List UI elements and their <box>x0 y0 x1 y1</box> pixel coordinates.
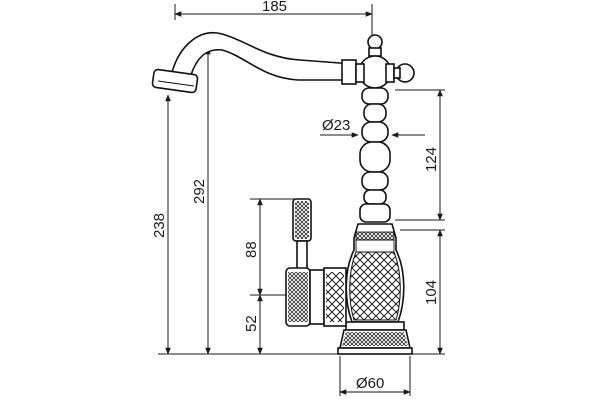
dimension-label: 88 <box>243 241 260 258</box>
dimension-label: 292 <box>191 179 208 204</box>
faucet-top-cap <box>355 34 415 89</box>
dimension-lower-body: 104 <box>400 229 445 355</box>
dimension-label: 238 <box>151 213 168 238</box>
dimension-top-width: 185 <box>174 0 373 40</box>
dimension-body-diameter: Ø23 <box>320 117 425 138</box>
dimension-total-height: 238 <box>151 94 200 355</box>
dimension-upper-body: 124 <box>395 89 445 221</box>
faucet-upper-body <box>359 87 391 223</box>
dimension-label: 104 <box>423 280 440 305</box>
dimension-handle-height: 88 <box>243 198 300 296</box>
dimension-handle-offset: 52 <box>243 294 263 355</box>
faucet-base <box>337 321 413 355</box>
dimension-spout-height: 292 <box>191 47 211 355</box>
dimension-label: Ø23 <box>322 117 350 134</box>
dimension-label: 52 <box>243 315 260 332</box>
faucet-spout <box>151 32 357 94</box>
dimension-base-diameter: Ø60 <box>339 356 411 396</box>
dimension-label: 124 <box>423 147 440 172</box>
dimension-label: 185 <box>262 0 287 15</box>
faucet-handle <box>285 198 347 327</box>
faucet-lower-body <box>345 223 405 323</box>
dimension-label: Ø60 <box>356 375 384 392</box>
